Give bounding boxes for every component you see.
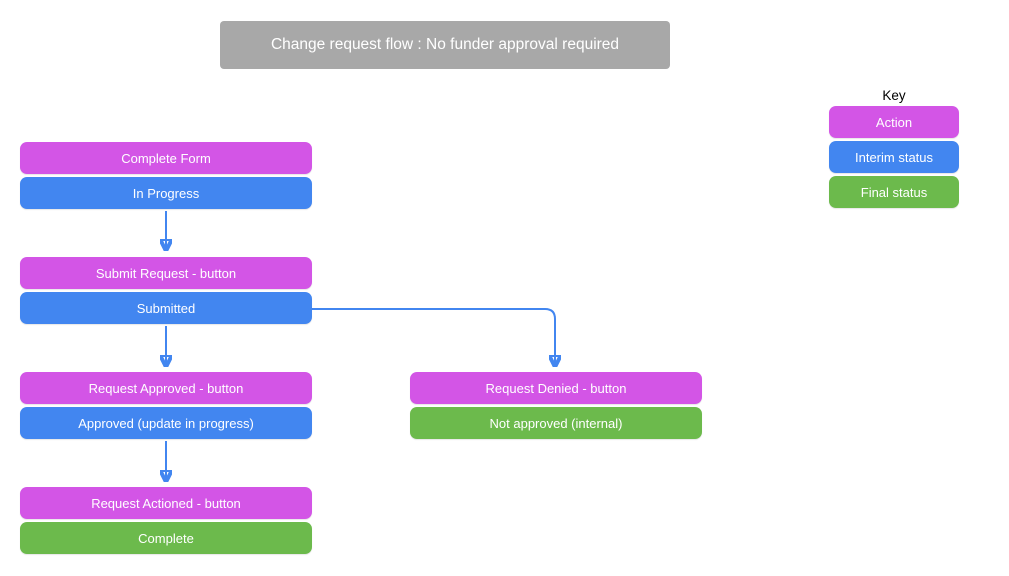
node-complete: Complete bbox=[20, 522, 312, 554]
node-in-progress: In Progress bbox=[20, 177, 312, 209]
legend-title: Key bbox=[882, 88, 906, 103]
legend-item-final-status: Final status bbox=[829, 176, 959, 208]
node-request-approved-button: Request Approved - button bbox=[20, 372, 312, 404]
node-submitted: Submitted bbox=[20, 292, 312, 324]
legend-item-action: Action bbox=[829, 106, 959, 138]
node-approved-update-in-progress: Approved (update in progress) bbox=[20, 407, 312, 439]
node-request-denied-button: Request Denied - button bbox=[410, 372, 702, 404]
legend-item-interim-status: Interim status bbox=[829, 141, 959, 173]
diagram-title: Change request flow : No funder approval… bbox=[220, 21, 670, 69]
node-complete-form: Complete Form bbox=[20, 142, 312, 174]
node-submit-request-button: Submit Request - button bbox=[20, 257, 312, 289]
node-request-actioned-button: Request Actioned - button bbox=[20, 487, 312, 519]
node-not-approved-internal: Not approved (internal) bbox=[410, 407, 702, 439]
arrow-submitted-to-denied bbox=[312, 308, 555, 363]
